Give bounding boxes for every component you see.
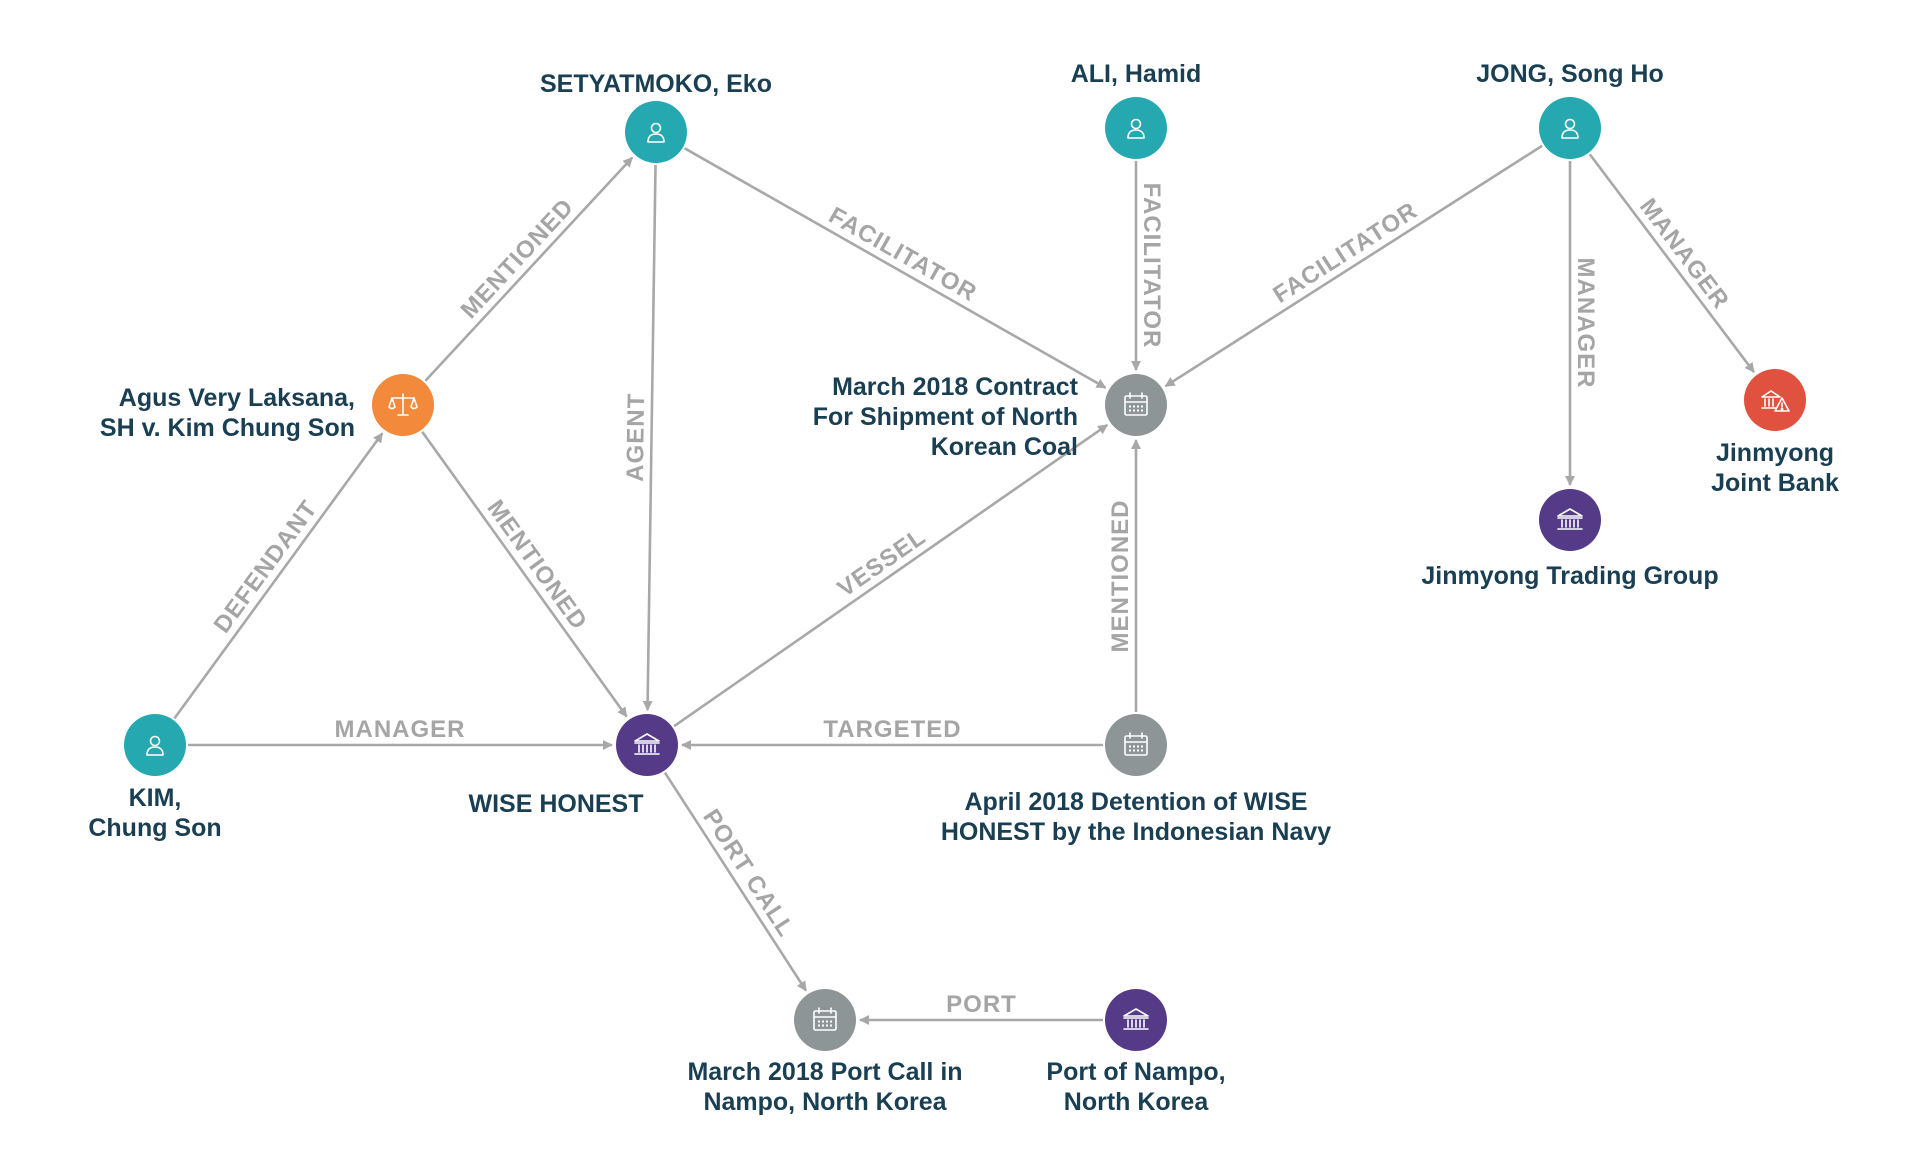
person-icon (146, 735, 164, 756)
edge-label-detention-wise: TARGETED (823, 716, 961, 743)
edge-label-kim-agus: DEFENDANT (209, 495, 323, 638)
node-label-nampo: Port of Nampo,North Korea (1046, 1058, 1225, 1116)
edge-label-agus-setyatmoko: MENTIONED (456, 193, 580, 324)
person-icon (1127, 118, 1145, 139)
node-label-line: Port of Nampo, (1046, 1058, 1225, 1086)
nodes-layer: SETYATMOKO, Eko ALI, Hamid JONG, Song Ho Ag… (88, 60, 1839, 1116)
edge-line-setyatmoko-contract[interactable] (684, 147, 1107, 389)
person-icon (647, 122, 665, 143)
node-label-line: March 2018 Contract (832, 373, 1079, 401)
node-label-line: Jinmyong Trading Group (1421, 562, 1718, 590)
edge-label-setyatmoko-wise: AGENT (622, 393, 650, 482)
node-label-line: WISE HONEST (468, 790, 643, 818)
edge-line-kim-agus[interactable] (173, 432, 384, 720)
edge-line-wise-portcall[interactable] (663, 771, 808, 992)
node-label-line: HONEST by the Indonesian Navy (941, 818, 1331, 846)
node-label-line: March 2018 Port Call in (687, 1058, 962, 1086)
bank-warning-icon (1761, 390, 1790, 412)
node-ali[interactable]: ALI, Hamid (1071, 60, 1202, 159)
node-circle-portcall[interactable] (794, 989, 856, 1051)
node-circle-contract[interactable] (1105, 374, 1167, 436)
node-label-line: For Shipment of North (813, 403, 1078, 431)
edge-line-setyatmoko-wise[interactable] (642, 164, 657, 712)
node-jinmyong_trading[interactable]: Jinmyong Trading Group (1421, 489, 1719, 590)
node-label-line: ALI, Hamid (1071, 60, 1202, 88)
institution-icon (1123, 1008, 1149, 1030)
node-label-setyatmoko: SETYATMOKO, Eko (540, 70, 772, 98)
node-jong[interactable]: JONG, Song Ho (1476, 60, 1664, 159)
edge-label-jong-jinmyong_bank: MANAGER (1634, 193, 1734, 314)
edge-labels-layer: MENTIONED FACILITATOR FACILITATOR FACILITAT… (209, 183, 1735, 1018)
node-label-line: Chung Son (88, 814, 221, 842)
calendar-icon (1124, 732, 1148, 756)
edge-line-jong-contract[interactable] (1164, 144, 1543, 388)
edge-label-detention-contract: MENTIONED (1107, 500, 1134, 653)
node-label-line: SH v. Kim Chung Son (100, 414, 355, 442)
edge-label-jong-jinmyong_trading: MANAGER (1572, 258, 1599, 389)
node-label-ali: ALI, Hamid (1071, 60, 1202, 88)
edge-line-agus-setyatmoko[interactable] (424, 156, 634, 382)
edge-line-wise-contract[interactable] (673, 423, 1109, 728)
node-label-line: Nampo, North Korea (703, 1088, 947, 1116)
person-icon (1561, 118, 1579, 139)
edge-line-jong-jinmyong_bank[interactable] (1588, 153, 1755, 373)
node-label-wise: WISE HONEST (468, 790, 643, 818)
calendar-icon (813, 1007, 837, 1031)
node-label-line: SETYATMOKO, Eko (540, 70, 772, 98)
node-label-line: KIM, (129, 784, 182, 812)
node-agus[interactable]: Agus Very Laksana,SH v. Kim Chung Son (100, 374, 434, 442)
node-label-jinmyong_trading: Jinmyong Trading Group (1421, 562, 1718, 590)
edge-label-kim-wise: MANAGER (335, 716, 466, 743)
node-circle-jinmyong_bank[interactable] (1744, 369, 1806, 431)
scales-icon (388, 393, 418, 416)
node-label-line: Agus Very Laksana, (119, 384, 355, 412)
node-label-agus: Agus Very Laksana,SH v. Kim Chung Son (100, 384, 355, 442)
node-label-kim: KIM,Chung Son (88, 784, 221, 842)
node-setyatmoko[interactable]: SETYATMOKO, Eko (540, 70, 772, 163)
node-nampo[interactable]: Port of Nampo,North Korea (1046, 989, 1226, 1116)
node-label-line: Jinmyong (1716, 439, 1834, 467)
institution-icon (634, 733, 660, 755)
node-label-line: Korean Coal (931, 433, 1078, 461)
edge-label-setyatmoko-contract: FACILITATOR (824, 202, 981, 307)
edge-label-nampo-portcall: PORT (946, 991, 1017, 1018)
edge-label-wise-contract: VESSEL (833, 523, 931, 603)
calendar-icon (1124, 392, 1148, 416)
node-circle-detention[interactable] (1105, 714, 1167, 776)
edge-label-agus-wise: MENTIONED (481, 495, 592, 635)
node-label-line: JONG, Song Ho (1476, 60, 1664, 88)
node-wise[interactable]: WISE HONEST (468, 714, 678, 818)
node-label-jong: JONG, Song Ho (1476, 60, 1664, 88)
edge-label-ali-contract: FACILITATOR (1138, 183, 1165, 349)
edge-label-jong-contract: FACILITATOR (1268, 197, 1422, 309)
node-kim[interactable]: KIM,Chung Son (88, 714, 222, 842)
institution-icon (1557, 508, 1583, 530)
edge-label-wise-portcall: PORT CALL (697, 804, 799, 942)
edge-line-agus-wise[interactable] (421, 431, 628, 718)
node-label-line: April 2018 Detention of WISE (964, 788, 1307, 816)
node-label-line: North Korea (1064, 1088, 1210, 1116)
node-label-line: Joint Bank (1711, 469, 1839, 497)
edges-layer (173, 144, 1755, 1025)
